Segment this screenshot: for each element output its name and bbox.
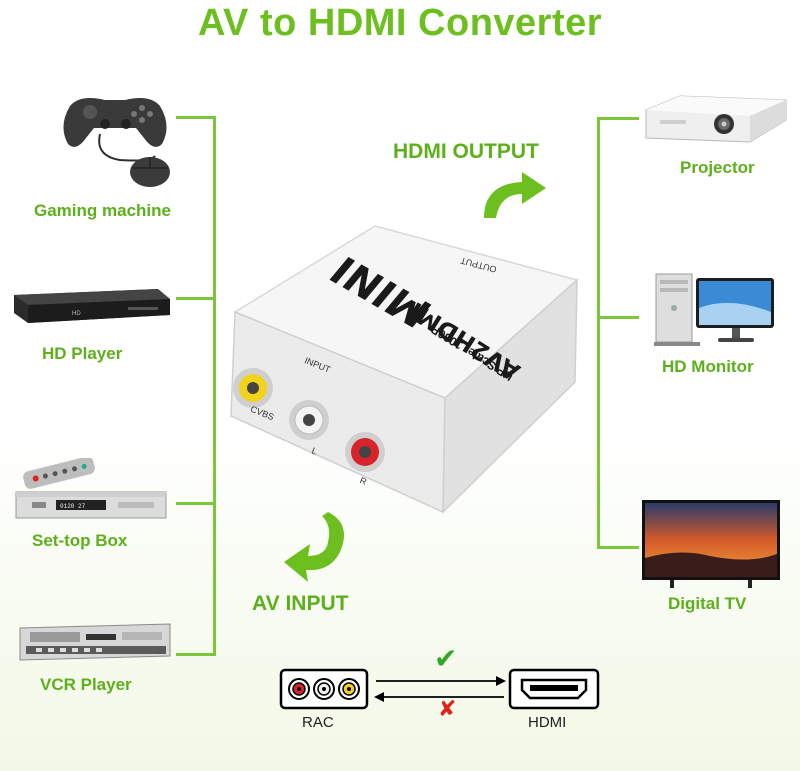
device-label-vcr-player: VCR Player bbox=[40, 675, 132, 694]
check-icon: ✔ bbox=[434, 642, 458, 675]
gamepad-and-mouse-icon bbox=[63, 98, 170, 187]
curved-arrow-left-icon bbox=[284, 512, 344, 582]
hdmi-connector-icon bbox=[508, 668, 600, 710]
right-connector-line bbox=[597, 117, 600, 549]
set-top-box-icon: 0120 27 bbox=[15, 458, 167, 519]
svg-text:HD: HD bbox=[72, 311, 81, 317]
digital-tv-icon bbox=[642, 500, 780, 588]
projector-icon bbox=[645, 95, 787, 143]
device-label-hd-player: HD Player bbox=[42, 344, 123, 363]
hdmi-output-label: HDMI OUTPUT bbox=[393, 140, 539, 163]
hd-player-icon: HD bbox=[14, 289, 170, 323]
svg-text:0120 27: 0120 27 bbox=[60, 503, 86, 510]
left-connector-line bbox=[213, 116, 216, 656]
left-connector-tick bbox=[176, 653, 216, 656]
left-connector-tick bbox=[176, 116, 216, 119]
cross-icon: ✘ bbox=[438, 697, 457, 722]
left-connector-tick bbox=[176, 502, 216, 505]
direction-arrows-icon bbox=[374, 676, 506, 702]
page-title: AV to HDMI Converter bbox=[197, 2, 603, 44]
rca-connector-icon bbox=[279, 668, 369, 710]
hdmi-caption: HDMI bbox=[528, 714, 567, 731]
converter-device-image bbox=[230, 225, 579, 514]
device-label-digital-tv: Digital TV bbox=[668, 594, 747, 613]
rca-port-yellow bbox=[233, 368, 273, 408]
device-label-gaming-machine: Gaming machine bbox=[34, 201, 171, 220]
rac-caption: RAC bbox=[302, 714, 334, 731]
vcr-player-icon bbox=[19, 623, 171, 661]
av-input-label: AV INPUT bbox=[252, 592, 349, 615]
left-connector-tick bbox=[176, 297, 216, 300]
right-connector-tick bbox=[597, 546, 639, 549]
hd-monitor-icon bbox=[654, 273, 774, 346]
right-connector-tick bbox=[597, 117, 639, 120]
device-label-set-top-box: Set-top Box bbox=[32, 531, 128, 550]
device-label-projector: Projector bbox=[680, 158, 755, 177]
curved-arrow-right-icon bbox=[484, 172, 546, 218]
right-connector-tick bbox=[597, 316, 639, 319]
device-label-hd-monitor: HD Monitor bbox=[662, 357, 754, 376]
